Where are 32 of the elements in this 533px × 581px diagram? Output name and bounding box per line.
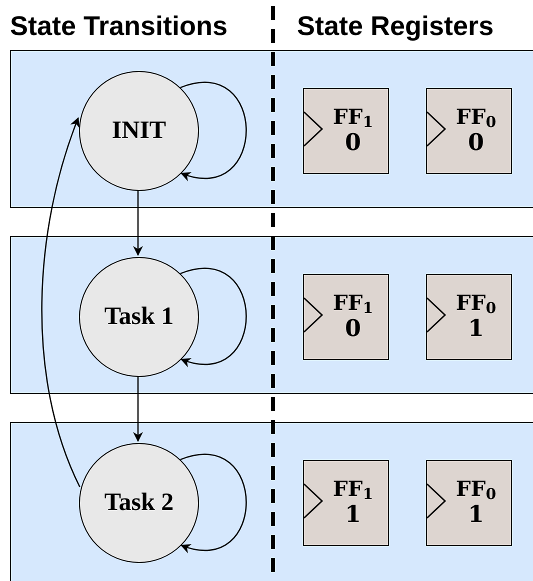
register-name: FF$_{0}$	[456, 477, 496, 501]
register-name: FF$_{1}$	[332, 105, 374, 129]
transition-arrow	[41, 117, 80, 488]
register-name: FF$_{1}$	[332, 291, 374, 315]
state-name: Task 1	[104, 303, 174, 331]
register-value: 1	[468, 501, 484, 529]
flip-flop-box	[303, 88, 389, 174]
transition-arrow	[133, 190, 143, 256]
register-value: 0	[468, 129, 484, 157]
register-name: FF$_{1}$	[332, 477, 374, 501]
register-value: 0	[344, 315, 361, 343]
state-band	[10, 422, 533, 581]
column-heading: State Transitions	[10, 10, 228, 42]
transition-arrow	[133, 376, 143, 442]
state-name: Task 2	[104, 489, 174, 517]
self-loop-arrow	[180, 268, 247, 366]
flip-flop-box	[303, 274, 389, 360]
state-band	[10, 50, 533, 208]
register-name: FF$_{0}$	[456, 105, 496, 129]
flip-flop-box	[426, 460, 512, 546]
flip-flop-box	[426, 274, 512, 360]
column-heading: State Registers	[297, 10, 494, 42]
state-band	[10, 236, 533, 394]
self-loop-arrow	[180, 454, 247, 552]
register-value: 0	[344, 129, 361, 157]
register-value: 1	[344, 501, 361, 529]
flip-flop-box	[303, 460, 389, 546]
state-name: INIT	[112, 117, 166, 145]
self-loop-arrow	[180, 82, 247, 180]
register-value: 1	[468, 315, 484, 343]
register-name: FF$_{0}$	[456, 291, 496, 315]
flip-flop-box	[426, 88, 512, 174]
